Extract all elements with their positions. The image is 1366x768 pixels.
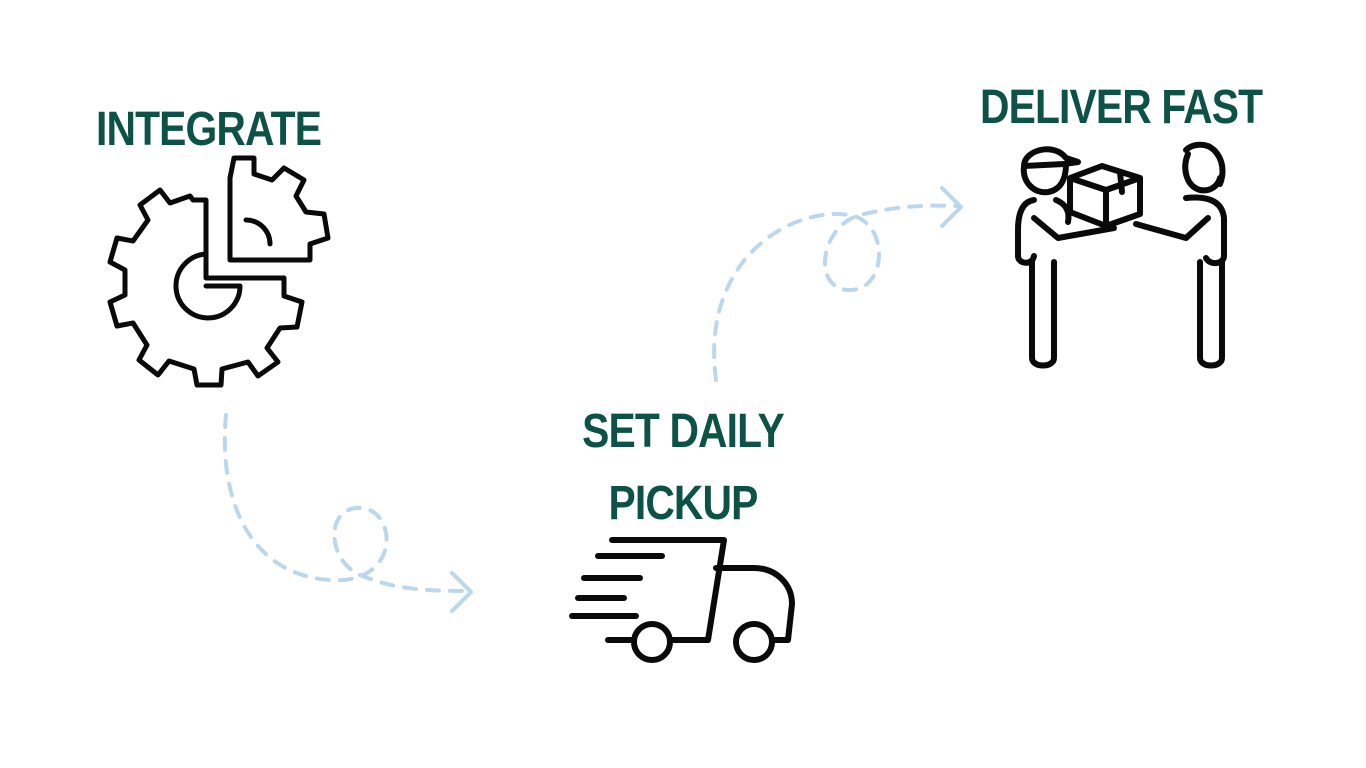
courier-torso-right (1053, 197, 1072, 225)
step-label-deliver-fast: DELIVER FAST (980, 81, 1263, 134)
truck-wheel-rear (631, 621, 673, 663)
delivery-truck-icon (569, 537, 795, 663)
courier-cap (1021, 146, 1081, 169)
package-handoff-icon (1015, 141, 1227, 369)
gear-outline (107, 187, 305, 388)
receiver-hair (1183, 141, 1226, 187)
flow-arrow-head-1 (450, 571, 473, 613)
flow-arrow-pickup-to-deliver (712, 203, 962, 382)
receiver-leg (1197, 259, 1225, 369)
gear-inner-arc (173, 251, 243, 321)
pie-inner-arc (243, 217, 273, 247)
receiver-arm (1133, 215, 1211, 241)
truck-cab (713, 565, 795, 643)
flow-arrow-head-2 (940, 186, 963, 228)
truck-wheel-front (733, 621, 775, 663)
pie-slice (227, 155, 331, 263)
truck-body (609, 537, 727, 643)
flow-arrow-integrate-to-pickup (222, 413, 472, 593)
courier-body (1015, 197, 1037, 266)
receiver-head (1182, 151, 1223, 194)
receiver-body (1183, 194, 1227, 266)
courier-arm (1031, 215, 1117, 241)
step-label-line-2: PICKUP (608, 477, 758, 530)
step-label-integrate: INTEGRATE (96, 103, 322, 156)
gear-pie-chart-icon (107, 155, 331, 388)
package-tape (1117, 169, 1125, 195)
courier-head (1020, 161, 1069, 196)
package-box (1067, 163, 1143, 229)
step-label-set-daily-pickup: SET DAILY PICKUP (578, 396, 787, 540)
step-label-line-1: SET DAILY (582, 405, 785, 458)
courier-leg (1029, 259, 1057, 369)
